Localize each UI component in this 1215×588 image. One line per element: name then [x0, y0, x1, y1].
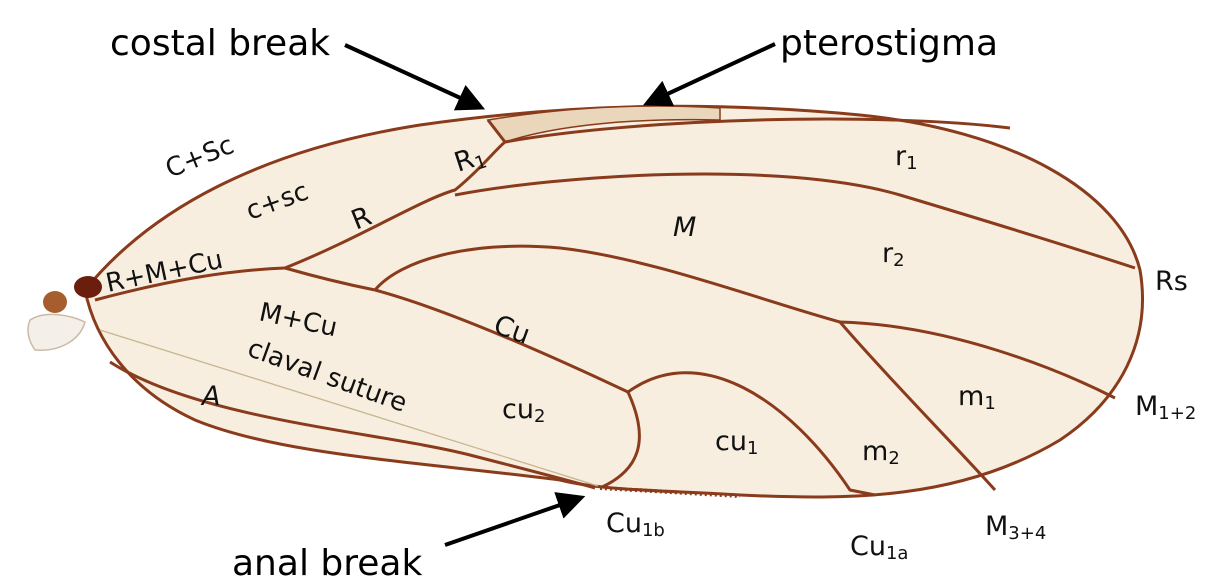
- pterostigma-arrow: [648, 44, 775, 103]
- vein-label-rs: Rs: [1155, 266, 1188, 297]
- vein-label-cu1b: Cu1b: [606, 508, 665, 541]
- costal-break-label: costal break: [110, 23, 330, 64]
- vein-label-m12: M1+2: [1135, 391, 1196, 424]
- vein-label-c-sc: C+Sc: [161, 130, 238, 184]
- wing-membrane: [85, 106, 1142, 497]
- costal-break-arrow: [345, 45, 480, 107]
- vein-label-m: M: [673, 212, 696, 243]
- anal-break-arrow: [445, 498, 580, 545]
- pterostigma-label: pterostigma: [780, 23, 998, 64]
- vein-label-cu1a: Cu1a: [850, 531, 908, 564]
- vein-label-a: A: [200, 381, 220, 412]
- vein-label-m34: M3+4: [985, 511, 1046, 544]
- anal-break-label: anal break: [232, 543, 422, 584]
